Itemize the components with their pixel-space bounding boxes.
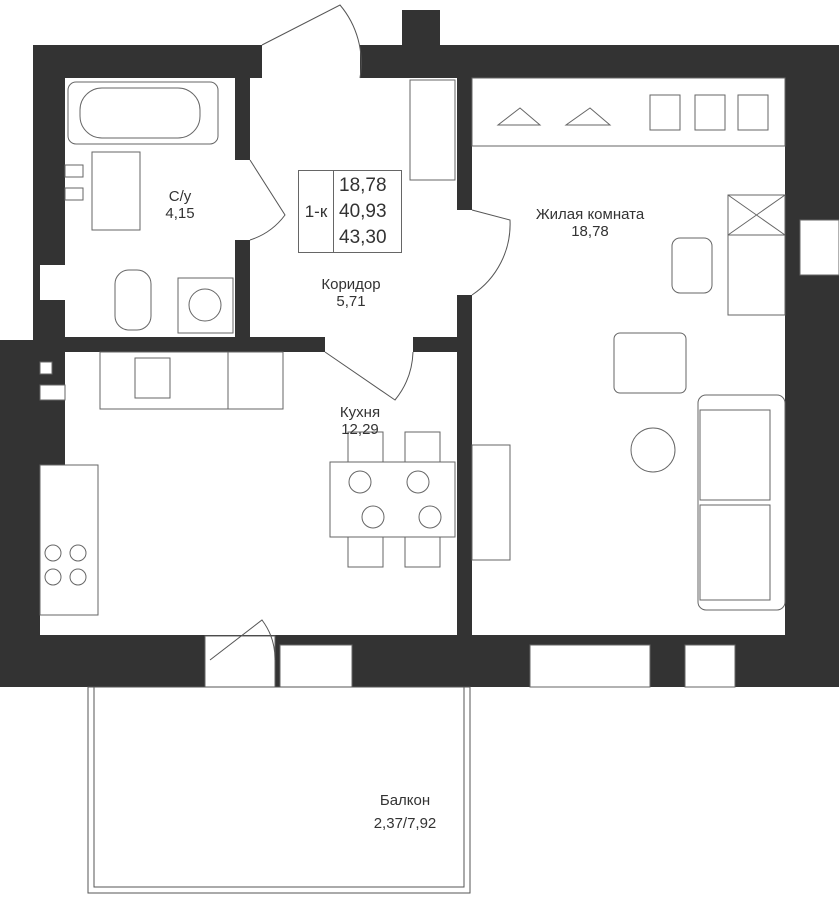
room-name: Кухня [339,404,381,421]
walls [0,10,839,687]
total-area-with-balcony: 43,30 [339,227,387,248]
doors [209,4,511,661]
apartment-summary: 1-к 18,78 40,93 43,30 [298,170,402,253]
room-area: 18,78 [571,223,609,240]
room-name: С/у [168,188,192,205]
furniture [39,77,786,616]
desk [727,234,786,316]
room-name: Жилая комната [535,206,645,223]
room-area: 4,15 [165,205,195,222]
sink [91,151,141,231]
armchair [613,332,687,394]
room-balcony: Балкон 2,37/7,92 [374,792,437,832]
room-living: Жилая комната 18,78 [536,206,644,240]
room-name: Балкон [379,792,431,809]
total-area: 40,93 [339,201,387,222]
room-area: 12,29 [341,421,379,438]
room-corridor: Коридор 5,71 [321,276,380,310]
room-kitchen: Кухня 12,29 [340,404,380,438]
room-area: 5,71 [336,293,366,310]
room-area: 2,37/7,92 [373,815,437,832]
tv-stand [471,444,511,561]
living-area: 18,78 [339,175,387,196]
room-name: Коридор [321,276,381,293]
toilet [114,269,152,331]
room-bathroom: С/у 4,15 [165,188,194,222]
stove-counter [39,464,99,616]
apartment-type: 1-к [299,171,334,252]
coffee-table [630,427,676,473]
chair [671,237,713,294]
windows [39,164,839,688]
shoe-rack [409,79,456,181]
balcony [87,686,471,894]
